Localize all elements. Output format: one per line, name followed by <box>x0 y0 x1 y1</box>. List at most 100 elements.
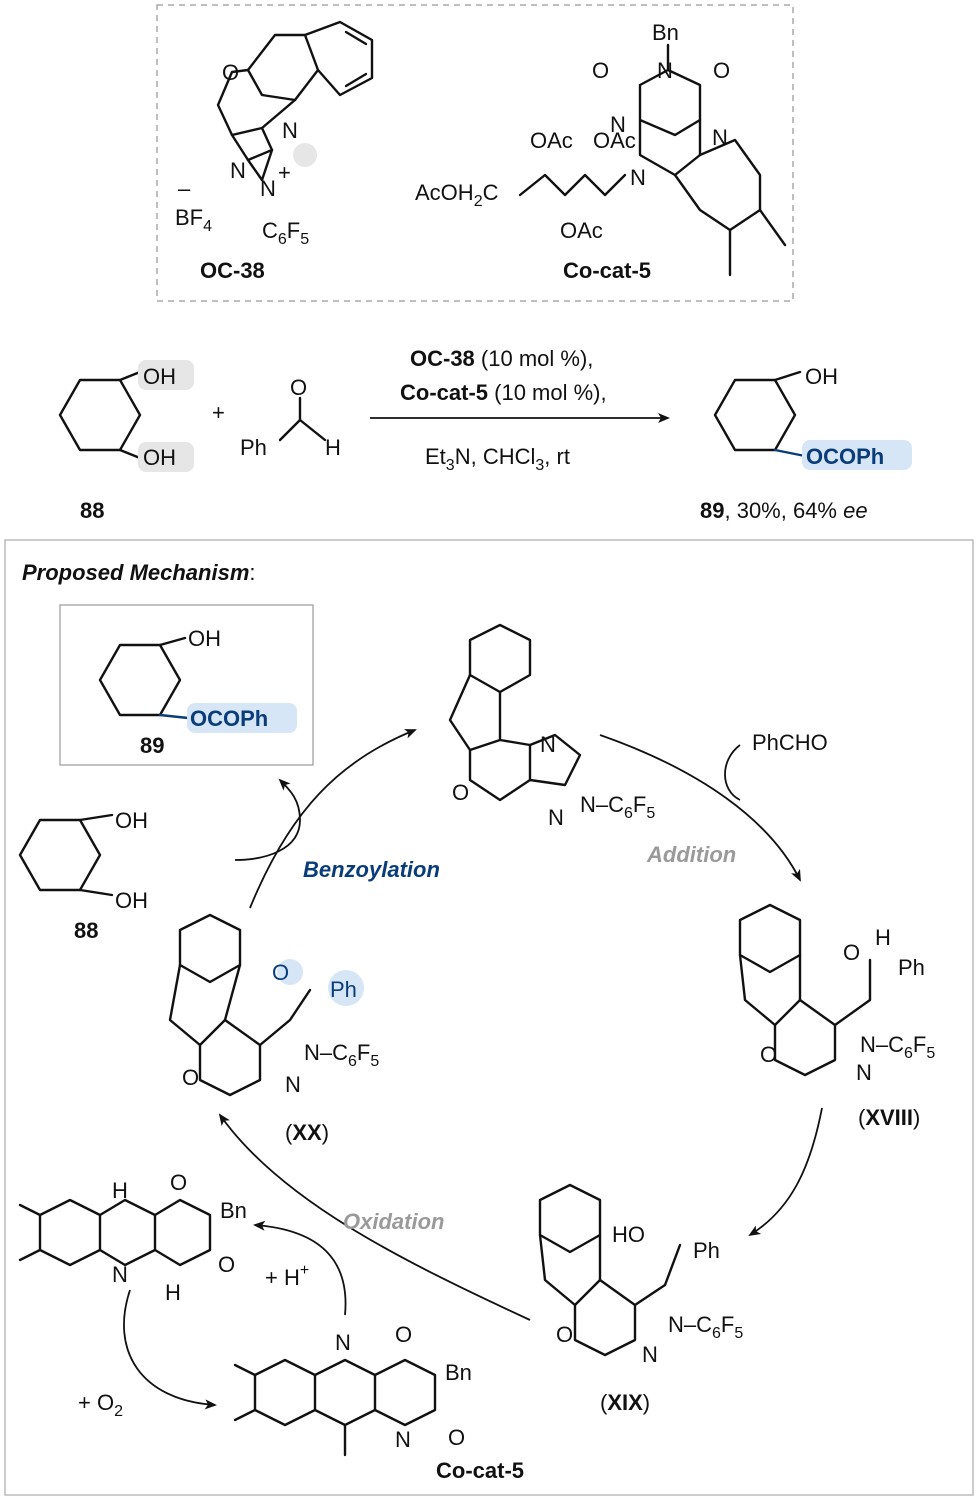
rf-n: N <box>112 1262 128 1287</box>
catalyst-box <box>156 4 794 302</box>
product-oh: OH <box>805 364 838 389</box>
oc38-charge: + <box>278 160 291 185</box>
conditions-line1: OC-38 (10 mol %), <box>410 346 593 371</box>
arrow-oxidation <box>218 1113 531 1321</box>
conditions-line3: Et3N, CHCl3, rt <box>425 444 570 474</box>
conditions-line2: Co-cat-5 (10 mol %), <box>400 380 607 405</box>
xix-c6f5: N–C6F5 <box>668 1312 743 1342</box>
label-benzoylation: Benzoylation <box>303 857 440 882</box>
cocat5-o2: O <box>713 58 730 83</box>
arrow-proton <box>253 1220 347 1316</box>
xviii-o-minus: O <box>843 940 860 965</box>
ox-n1: N <box>395 1427 411 1452</box>
cocat5-n10: N <box>630 165 646 190</box>
oxidized-cocat5: N O Bn O N Co-cat-5 <box>233 1322 524 1483</box>
cocat5-n5: N <box>712 125 728 150</box>
mechanism-box <box>4 539 974 1496</box>
xviii-ph: Ph <box>898 955 925 980</box>
aldehyde-ph: Ph <box>240 435 267 460</box>
substrate-88: OH OH 88 <box>58 360 194 523</box>
carbene-o: O <box>452 780 469 805</box>
ox-o1: O <box>395 1322 412 1347</box>
xix-ph: Ph <box>693 1238 720 1263</box>
oc38-structure: O N N N + – BF4 C6F5 OC-38 <box>175 20 374 283</box>
carbene-intermediate: O N N–C6F5 N <box>448 623 655 830</box>
phcho-label: PhCHO <box>752 730 828 755</box>
mech-89-label: 89 <box>140 733 164 758</box>
rf-nh2: H <box>165 1280 181 1305</box>
oc38-n2: N <box>260 176 276 201</box>
xix-o: O <box>556 1322 573 1347</box>
xix-ho: HO <box>612 1222 645 1247</box>
benzaldehyde: O Ph H <box>240 375 341 460</box>
rf-o2: O <box>218 1252 235 1277</box>
ox-n5: N <box>335 1330 351 1355</box>
rf-nh: H <box>112 1178 128 1203</box>
oh-top: OH <box>143 364 176 389</box>
arrow-addition <box>599 734 801 882</box>
product-ocoph: OCOPh <box>806 444 884 469</box>
arrow-tautomerization <box>748 1107 823 1237</box>
cocat5-o1: O <box>592 58 609 83</box>
xix-label: (XIX) <box>600 1390 650 1415</box>
reduced-flavin: H O O Bn H N <box>18 1170 247 1305</box>
cocat5-n1: N <box>610 112 626 137</box>
cocat5-oac2: OAc <box>593 128 636 153</box>
ox-o2: O <box>448 1425 465 1450</box>
mech-88-label: 88 <box>74 918 98 943</box>
product-yield: 89, 30%, 64% ee <box>700 498 868 523</box>
arrow-reoxidation <box>123 1289 217 1410</box>
label-addition: Addition <box>646 842 736 867</box>
oc38-label: OC-38 <box>200 258 265 283</box>
label-oxidation: Oxidation <box>343 1209 444 1234</box>
oc38-n4: N <box>282 118 298 143</box>
xix-n: N <box>642 1342 658 1367</box>
xviii-o: O <box>760 1042 777 1067</box>
ox-bn: Bn <box>445 1360 472 1385</box>
arrow-release-89 <box>234 778 301 861</box>
mech-substrate-88: OH OH 88 <box>18 808 148 943</box>
cocat5-label: Co-cat-5 <box>563 258 651 283</box>
mech-89-oh: OH <box>188 626 221 651</box>
mechanism-heading: Proposed Mechanism: <box>22 560 256 585</box>
oc38-anion: BF4 <box>175 205 212 235</box>
rf-o1: O <box>170 1170 187 1195</box>
aldehyde-h: H <box>325 435 341 460</box>
arrow-benzoylation <box>249 729 417 909</box>
xviii-n: N <box>856 1060 872 1085</box>
rf-bn: Bn <box>220 1198 247 1223</box>
intermediate-xx: O Ph O N–C6F5 N (XX) <box>168 913 379 1145</box>
cocat5-acoh2c: AcOH2C <box>415 180 499 210</box>
xx-o: O <box>272 960 289 985</box>
arrow-phcho <box>724 744 741 801</box>
xx-ph: Ph <box>330 977 357 1002</box>
product-box <box>59 604 314 766</box>
ox-cocat5-label: Co-cat-5 <box>436 1458 524 1483</box>
product-89: OH OCOPh 89, 30%, 64% ee <box>700 364 912 523</box>
h-plus: + H+ <box>265 1262 309 1290</box>
xx-label: (XX) <box>285 1120 329 1145</box>
cocat5-oac1: OAc <box>530 128 573 153</box>
xx-ring-o: O <box>182 1065 199 1090</box>
carbene-c6f5: N–C6F5 <box>580 792 655 822</box>
cocat5-bn: Bn <box>652 20 679 45</box>
oc38-n1: N <box>230 158 246 183</box>
intermediate-xix: O HO Ph N–C6F5 N (XIX) <box>538 1183 743 1415</box>
mech-89-ocoph: OCOPh <box>190 706 268 731</box>
xviii-c6f5: N–C6F5 <box>860 1032 935 1062</box>
mech-product-89: OH OCOPh 89 <box>98 626 297 758</box>
oc38-oxygen: O <box>222 60 239 85</box>
oc38-anion-minus: – <box>178 176 191 201</box>
cocat5-oac3: OAc <box>560 218 603 243</box>
cocat5-n3: N <box>657 58 673 83</box>
cocat5-structure: Bn O O N N N N OAc OAc OAc AcOH2C Co-cat… <box>415 20 787 283</box>
carbene-n: N <box>540 732 556 757</box>
xx-n: N <box>285 1072 301 1097</box>
xviii-h: H <box>875 925 891 950</box>
carbene-n2: N <box>548 805 564 830</box>
mech-88-oh-top: OH <box>115 808 148 833</box>
oh-bottom: OH <box>143 445 176 470</box>
xviii-label: (XVIII) <box>858 1105 920 1130</box>
plus-sign: + <box>212 400 225 425</box>
